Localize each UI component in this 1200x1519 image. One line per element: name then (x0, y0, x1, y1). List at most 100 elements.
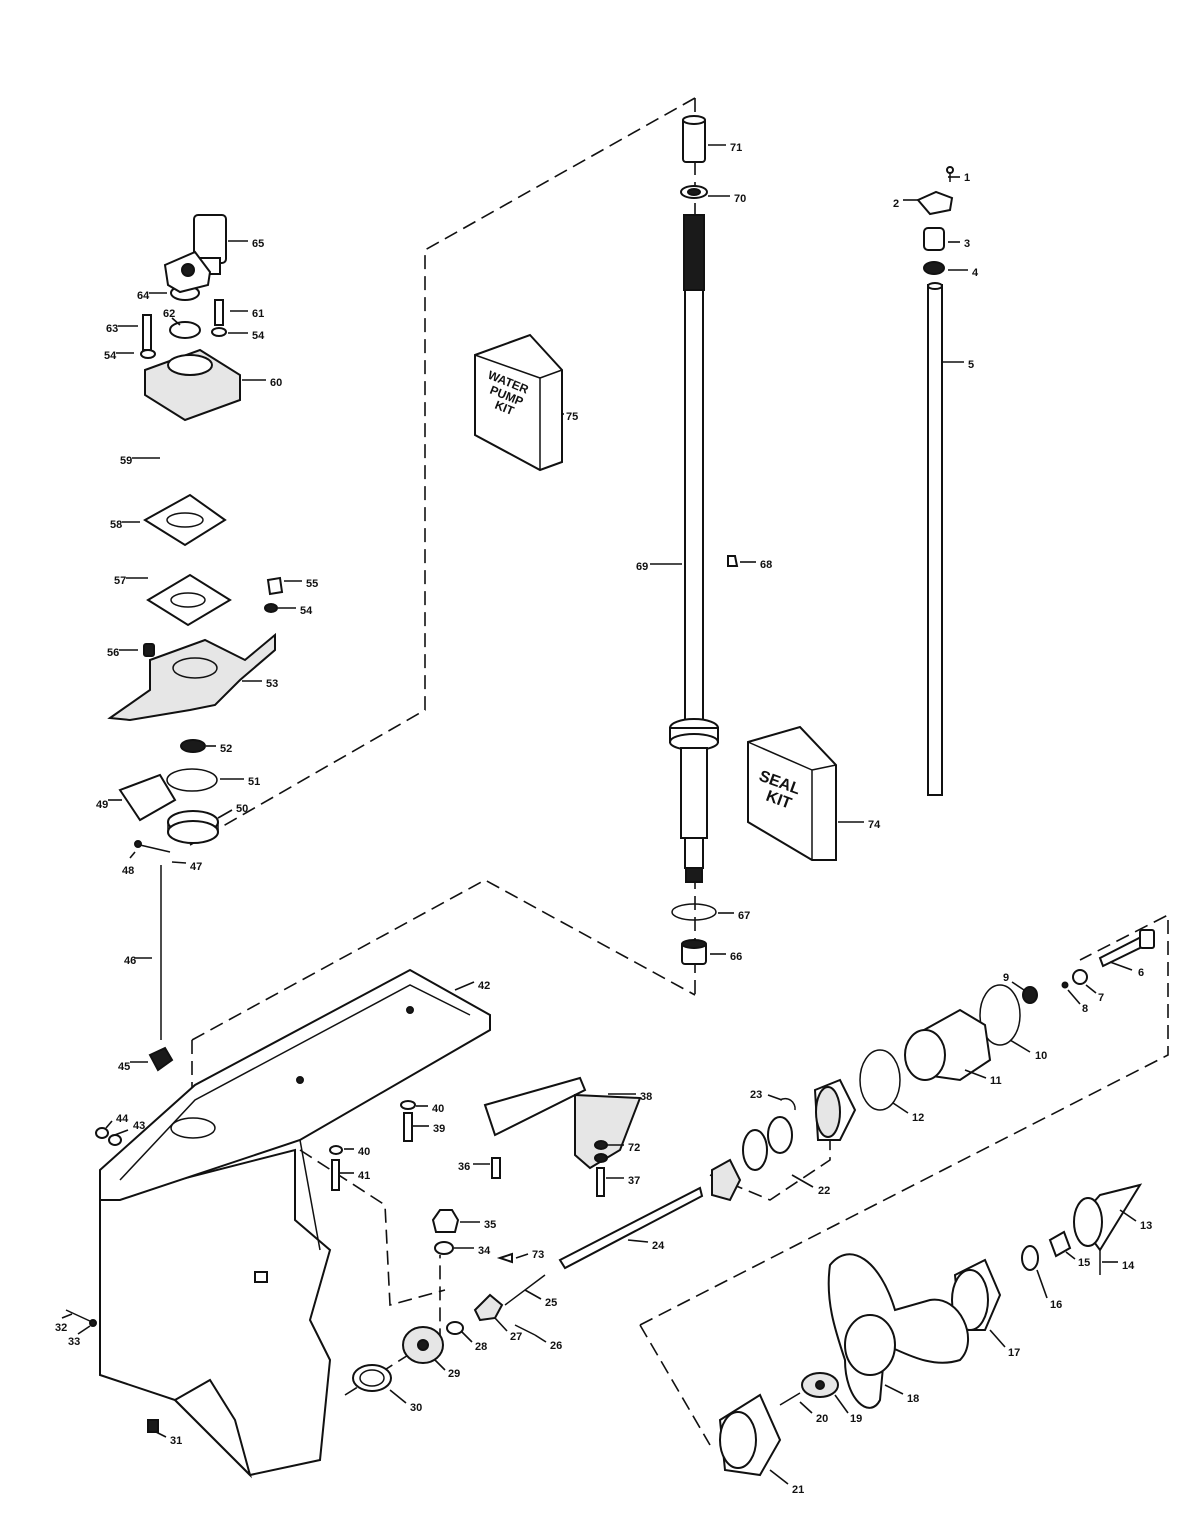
callout-72: 72 (606, 1142, 640, 1154)
gearcase-small-parts (65, 1076, 704, 1433)
callout-14: 14 (1102, 1260, 1135, 1272)
callout-number: 20 (816, 1413, 828, 1425)
callout-number: 58 (110, 519, 122, 531)
callout-28: 28 (461, 1331, 487, 1353)
callout-56: 56 (107, 647, 138, 659)
callout-number: 40 (358, 1146, 370, 1158)
callout-leader-line (1011, 981, 1025, 991)
callout-54a: 54 (228, 330, 265, 342)
callout-number: 40 (432, 1103, 444, 1115)
callout-number: 54 (300, 605, 313, 617)
callout-number: 37 (628, 1175, 640, 1187)
callout-53: 53 (242, 678, 278, 690)
callout-37: 37 (606, 1175, 640, 1187)
callout-leader-line (1009, 1039, 1031, 1053)
callout-1: 1 (948, 172, 970, 184)
callout-20: 20 (799, 1401, 828, 1425)
callout-number: 41 (358, 1170, 370, 1182)
callout-number: 26 (550, 1340, 562, 1352)
callout-number: 8 (1082, 1003, 1088, 1015)
callout-number: 50 (236, 803, 248, 815)
callout-7: 7 (1085, 984, 1104, 1004)
callout-34: 34 (454, 1245, 491, 1257)
callout-42: 42 (454, 980, 490, 992)
callout-8: 8 (1067, 989, 1088, 1015)
callout-number: 5 (968, 359, 974, 371)
callout-leader-line (171, 317, 181, 326)
callout-24: 24 (627, 1239, 665, 1252)
callout-number: 10 (1035, 1050, 1047, 1062)
callout-31: 31 (155, 1431, 182, 1447)
callout-leader-line (77, 1325, 91, 1335)
callout-number: 1 (964, 172, 970, 184)
callout-leader-line (964, 1069, 987, 1079)
callout-66: 66 (710, 951, 742, 963)
callout-leader-line (105, 1120, 113, 1129)
callout-35: 35 (460, 1219, 496, 1231)
callout-number: 25 (545, 1297, 557, 1309)
callout-leader-line (1036, 1269, 1048, 1299)
callout-number: 6 (1138, 967, 1144, 979)
callout-75: 75 (562, 411, 578, 423)
callout-number: 22 (818, 1185, 830, 1197)
callout-number: 31 (170, 1435, 182, 1447)
callout-labels: 1234567891011121314151617181920212223242… (55, 142, 1152, 1496)
callout-61: 61 (230, 308, 264, 320)
callout-leader-line (434, 1359, 446, 1371)
callout-number: 44 (116, 1113, 129, 1125)
callout-number: 4 (972, 267, 979, 279)
callout-number: 14 (1122, 1260, 1135, 1272)
callout-number: 21 (792, 1484, 804, 1496)
callout-17: 17 (989, 1329, 1020, 1359)
callout-40a: 40 (416, 1103, 444, 1115)
callout-59: 59 (120, 455, 160, 467)
callout-leader-line (524, 1289, 542, 1300)
callout-58: 58 (110, 519, 140, 531)
callout-63: 63 (106, 323, 138, 335)
callout-11: 11 (964, 1069, 1002, 1087)
callout-16: 16 (1036, 1269, 1062, 1311)
callout-18: 18 (884, 1384, 919, 1405)
callout-number: 75 (566, 411, 578, 423)
callout-number: 48 (122, 865, 134, 877)
callout-number: 74 (868, 819, 881, 831)
callout-leader-line (171, 861, 187, 864)
callout-54c: 54 (278, 605, 313, 617)
callout-74: 74 (838, 819, 881, 831)
callout-27: 27 (494, 1317, 522, 1343)
callout-12: 12 (892, 1102, 924, 1124)
callout-number: 12 (912, 1112, 924, 1124)
callout-15: 15 (1065, 1251, 1090, 1269)
callout-40b: 40 (344, 1146, 370, 1158)
callout-2: 2 (893, 198, 918, 210)
shift-shaft-assembly (916, 166, 954, 796)
callout-leader-line (892, 1102, 909, 1114)
callout-number: 46 (124, 955, 136, 967)
callout-number: 51 (248, 776, 260, 788)
callout-number: 55 (306, 578, 318, 590)
callout-leader-line (791, 1174, 814, 1188)
callout-30: 30 (389, 1389, 422, 1414)
callout-6: 6 (1109, 961, 1144, 979)
driveshaft-assembly (669, 115, 739, 965)
callout-number: 66 (730, 951, 742, 963)
callout-number: 29 (448, 1368, 460, 1380)
callout-9: 9 (1003, 972, 1025, 991)
callout-number: 53 (266, 678, 278, 690)
callout-number: 69 (636, 561, 648, 573)
callout-leader-line (769, 1469, 789, 1485)
callout-29: 29 (434, 1359, 460, 1380)
callout-33: 33 (68, 1325, 91, 1348)
callout-47: 47 (171, 861, 202, 873)
callout-51: 51 (220, 776, 260, 788)
callout-70: 70 (708, 193, 746, 205)
callout-52: 52 (206, 743, 232, 755)
kit-label-line: KIT (493, 398, 517, 418)
callout-26: 26 (534, 1334, 562, 1352)
callout-43: 43 (111, 1120, 145, 1137)
callout-25: 25 (524, 1289, 557, 1309)
callout-leader-line (534, 1334, 547, 1343)
callout-leader-line (454, 981, 475, 991)
callout-number: 60 (270, 377, 282, 389)
callout-number: 19 (850, 1413, 862, 1425)
